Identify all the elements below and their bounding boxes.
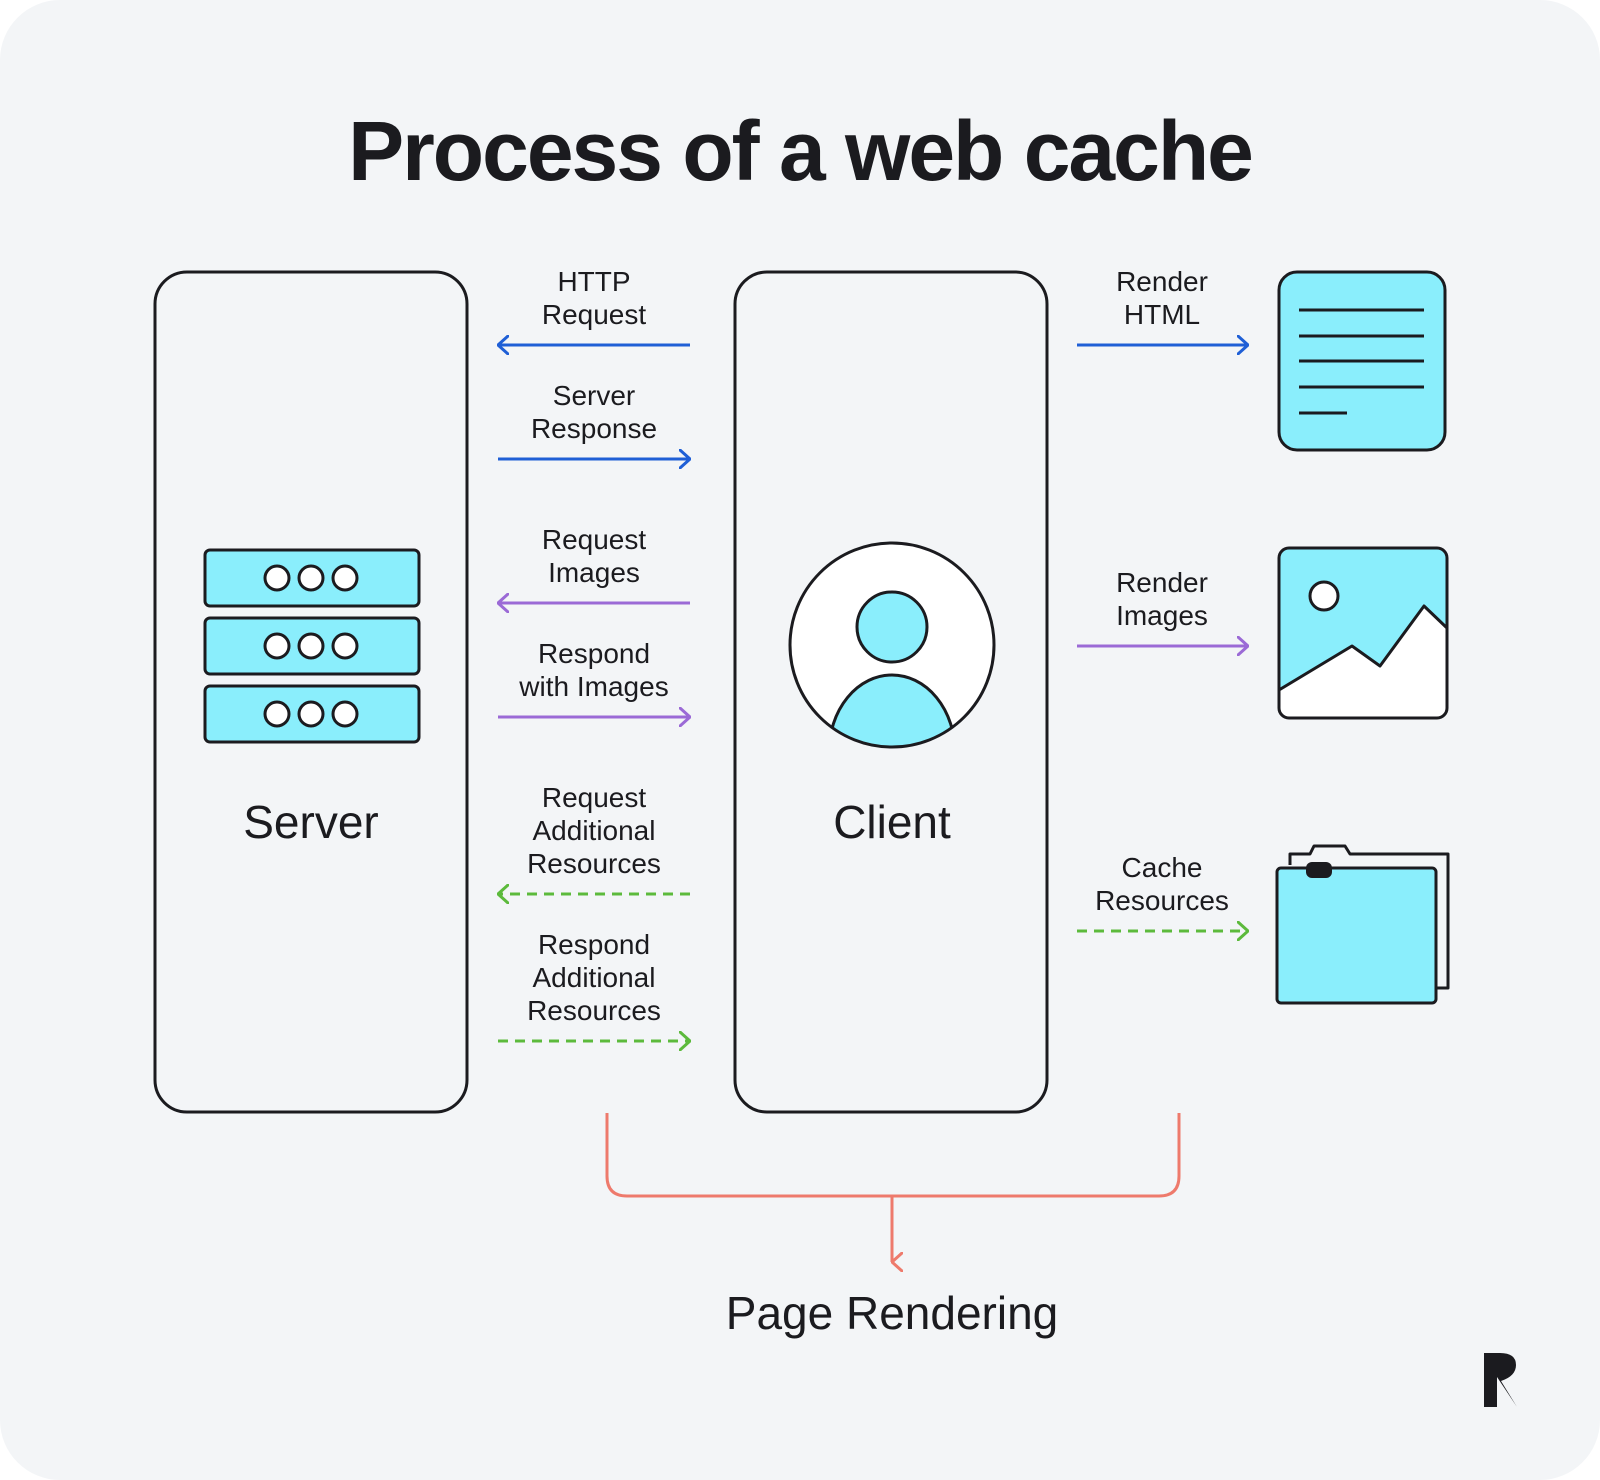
flow-label-line: Cache	[1122, 852, 1203, 883]
flow-label-line: Resources	[527, 995, 661, 1026]
user-avatar-icon	[788, 541, 996, 749]
server-label: Server	[243, 796, 378, 848]
flow-label-line: Respond	[538, 929, 650, 960]
flow-label-line: Images	[1116, 600, 1208, 631]
flow-label-line: Request	[542, 524, 647, 555]
client-label: Client	[833, 796, 951, 848]
flow-label-line: Resources	[1095, 885, 1229, 916]
flow-label-line: Response	[531, 413, 657, 444]
flow-render-html: Render HTML	[1077, 266, 1248, 345]
flow-request-additional-resources: Request Additional Resources	[498, 782, 690, 894]
image-icon	[1277, 546, 1449, 720]
flow-label-line: with Images	[518, 671, 668, 702]
flow-request-images: Request Images	[498, 524, 690, 603]
diagram-title: Process of a web cache	[348, 104, 1252, 198]
page-rendering-bracket	[605, 1113, 1181, 1262]
flow-label-line: Resources	[527, 848, 661, 879]
flow-label-line: Request	[542, 299, 647, 330]
document-icon	[1277, 270, 1447, 452]
flow-label-line: HTML	[1124, 299, 1200, 330]
client-node: Client	[733, 270, 1049, 1114]
flow-label-line: Render	[1116, 567, 1208, 598]
flow-label-line: Request	[542, 782, 647, 813]
flow-http-request: HTTP Request	[498, 266, 690, 345]
flow-server-response: Server Response	[498, 380, 690, 459]
flow-respond-additional-resources: Respond Additional Resources	[498, 929, 690, 1041]
flow-label-line: Images	[548, 557, 640, 588]
flow-label-line: Server	[553, 380, 635, 411]
folder-icon	[1275, 844, 1450, 1005]
flow-label-line: Respond	[538, 638, 650, 669]
flow-render-images: Render Images	[1077, 567, 1248, 646]
server-rack-icon	[203, 548, 421, 744]
flow-label-line: HTTP	[557, 266, 630, 297]
flow-label-line: Additional	[533, 815, 656, 846]
flow-label-line: Additional	[533, 962, 656, 993]
page-rendering-label: Page Rendering	[726, 1287, 1058, 1339]
flow-respond-images: Respond with Images	[498, 638, 690, 717]
logo-icon	[1484, 1353, 1517, 1407]
server-node: Server	[153, 270, 469, 1114]
flow-cache-resources: Cache Resources	[1077, 852, 1248, 931]
flow-label-line: Render	[1116, 266, 1208, 297]
